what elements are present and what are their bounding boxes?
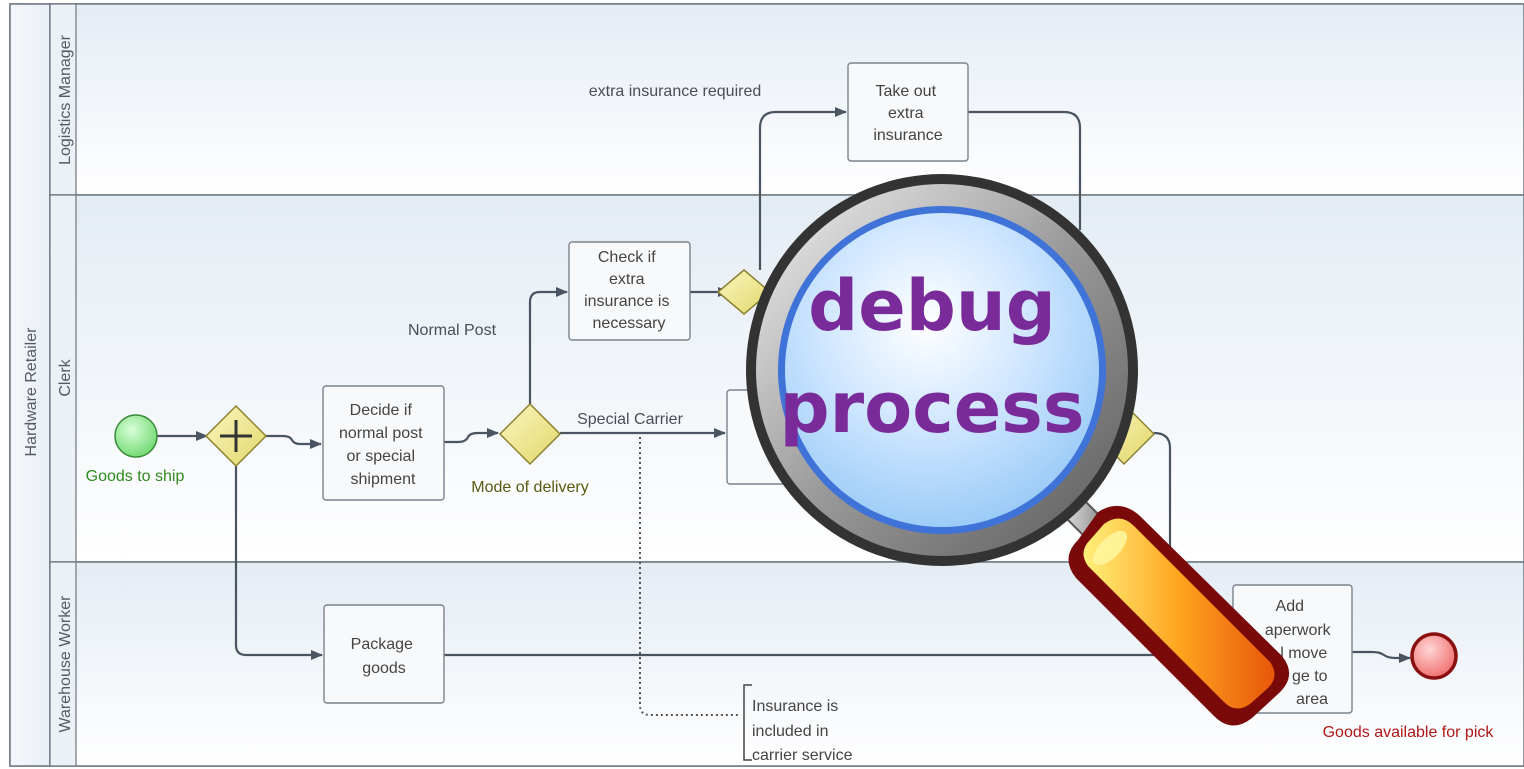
flow-split-to-decide xyxy=(266,434,322,449)
task-check-insurance[interactable]: Check if extra insurance is necessary xyxy=(568,241,691,341)
sequence-flows xyxy=(157,107,1411,663)
task-decide-line-2: normal post xyxy=(339,425,423,442)
task-paperwork-line-4: ge to xyxy=(1292,668,1328,685)
task-check-line-4: necessary xyxy=(593,315,666,332)
start-event[interactable] xyxy=(114,414,158,458)
magnifier-lens xyxy=(785,213,1099,527)
flow-label-special-carrier: Special Carrier xyxy=(577,411,683,428)
magnifier-handle xyxy=(1083,518,1275,709)
pool-name: Hardware Retailer xyxy=(23,327,40,457)
flow-insurance-return xyxy=(968,110,1082,230)
task-check-line-3: insurance is xyxy=(584,293,669,310)
gateway-partial-left[interactable] xyxy=(716,269,772,315)
flow-label-extra-insurance: extra insurance required xyxy=(589,83,762,100)
svg-text:Decide if normal post: Decide if normal post or special shipmen… xyxy=(339,402,427,488)
annotation-line-2: included in xyxy=(752,723,829,740)
flow-split-to-package xyxy=(234,466,323,660)
svg-text:Add aperwork l mov: Add aperwork l move ge to area xyxy=(1265,598,1335,708)
task-package-line-1: Package xyxy=(351,636,413,653)
flow-normal-post xyxy=(528,287,568,404)
task-take-out-line-2: extra xyxy=(888,105,924,122)
annotation-line-3: carrier service xyxy=(752,747,853,764)
task-paperwork-line-2: aperwork xyxy=(1265,622,1332,639)
task-paperwork-line-3: l move xyxy=(1280,645,1327,662)
gateway-label-mode-of-delivery: Mode of delivery xyxy=(471,479,588,496)
task-decide-line-1: Decide if xyxy=(350,402,413,419)
overlay-title-line-2: process xyxy=(779,367,1084,449)
start-event-label: Goods to ship xyxy=(86,468,185,485)
pool-header xyxy=(9,3,51,767)
exclusive-gateway-mode-of-delivery[interactable] xyxy=(498,402,562,466)
svg-text:Package goods: Package goods xyxy=(351,636,418,677)
lane-logistics: Logistics Manager xyxy=(49,3,1524,196)
association xyxy=(639,437,738,716)
task-package-line-2: goods xyxy=(362,660,406,677)
svg-text:Check if extra ins: Check if extra insurance is necessary xyxy=(584,249,674,332)
flow-decide-to-mode xyxy=(444,428,499,444)
text-annotation[interactable]: Insurance is included in carrier service xyxy=(743,684,853,764)
flow-paperwork-to-end xyxy=(1352,650,1411,663)
flow-label-normal-post: Normal Post xyxy=(408,322,497,339)
task-paperwork-line-1: Add xyxy=(1276,598,1304,615)
lane-name-logistics: Logistics Manager xyxy=(57,34,74,165)
task-take-out-insurance[interactable]: Take out extra insurance xyxy=(847,62,969,162)
end-event[interactable] xyxy=(1410,632,1458,680)
lane-name-warehouse: Warehouse Worker xyxy=(57,595,74,733)
magnifier-overlay: debug process xyxy=(746,174,1290,726)
overlay-title-line-1: debug xyxy=(808,265,1056,347)
lane-name-clerk: Clerk xyxy=(57,358,74,396)
task-decide-line-3: or special xyxy=(347,448,415,465)
task-decide-line-4: shipment xyxy=(351,471,416,488)
svg-text:Take out extra ins: Take out extra insurance xyxy=(873,83,942,144)
flow-merge-down xyxy=(1153,431,1172,560)
annotation-line-1: Insurance is xyxy=(752,698,838,715)
task-paperwork-line-5: area xyxy=(1296,691,1328,708)
task-decide[interactable]: Decide if normal post or special shipmen… xyxy=(322,385,445,501)
task-take-out-line-1: Take out xyxy=(876,83,937,100)
task-check-line-2: extra xyxy=(609,271,645,288)
task-package-goods[interactable]: Package goods xyxy=(323,604,445,704)
end-event-label: Goods available for pick xyxy=(1323,724,1495,741)
parallel-gateway[interactable] xyxy=(204,404,268,468)
task-take-out-line-3: insurance xyxy=(873,127,942,144)
task-check-line-1: Check if xyxy=(598,249,656,266)
flow-extra-insurance xyxy=(758,107,847,270)
